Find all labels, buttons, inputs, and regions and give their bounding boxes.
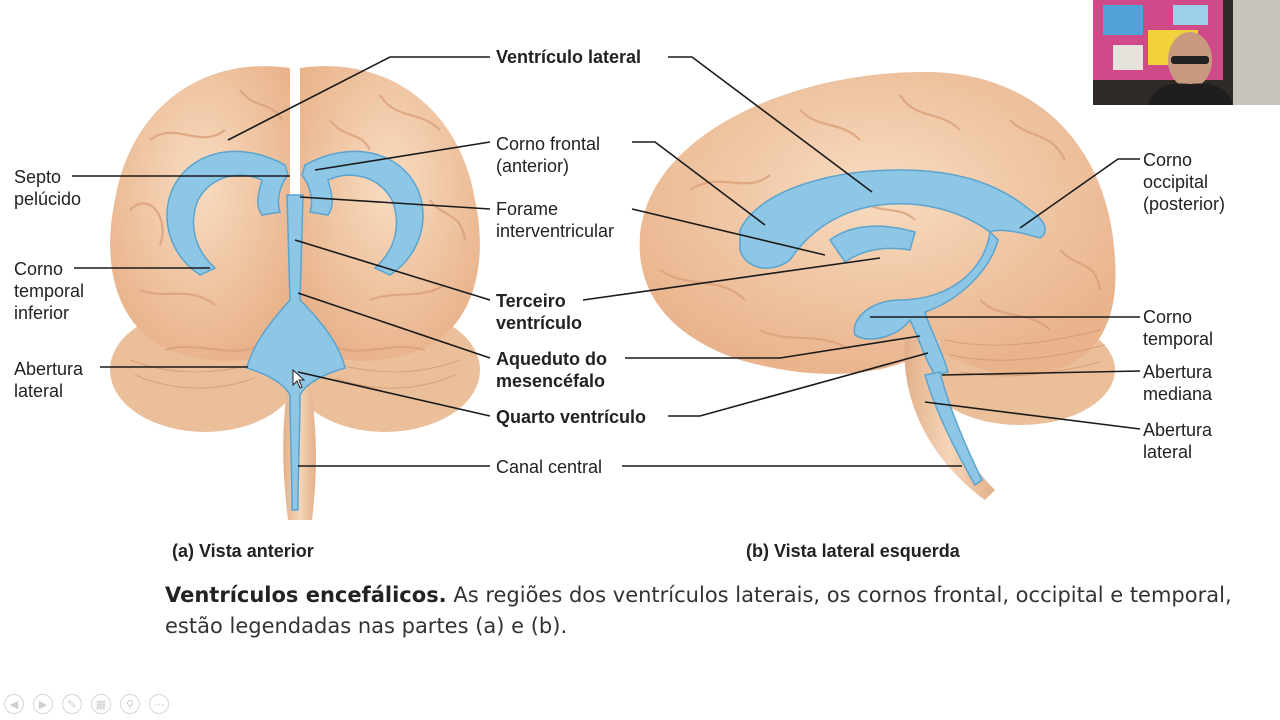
next-icon[interactable]: ▶ bbox=[33, 694, 53, 714]
presentation-toolbar: ◀ ▶ ✎ ▦ ⚲ ⋯ bbox=[4, 694, 169, 714]
label-abertura-lateral-left-line1: Abertura bbox=[14, 359, 84, 379]
figure-caption-text: As regiões dos ventrículos laterais, os … bbox=[165, 583, 1232, 638]
panel-caption-a: (a) Vista anterior bbox=[172, 541, 314, 561]
zoom-icon[interactable]: ⚲ bbox=[120, 694, 140, 714]
label-corno-occipital-line3: (posterior) bbox=[1143, 194, 1226, 214]
label-corno-temporal-inf-line1: Corno bbox=[14, 259, 64, 279]
label-abertura-lateral-left-line2: lateral bbox=[14, 381, 64, 401]
label-corno-frontal-line2: (anterior) bbox=[496, 156, 570, 176]
label-corno-occipital: Corno occipital (posterior) bbox=[1143, 149, 1225, 215]
label-forame-interventricular: Forame interventricular bbox=[496, 198, 614, 242]
leader-lines bbox=[72, 56, 1141, 467]
label-corno-temporal: Corno temporal bbox=[1143, 306, 1213, 350]
label-septo-line1: Septo bbox=[14, 167, 62, 187]
label-terceiro-ventriculo: Terceiro ventrículo bbox=[496, 290, 582, 334]
label-septo-pelucido: Septo pelúcido bbox=[14, 166, 81, 210]
webcam-frame bbox=[1093, 0, 1280, 105]
label-quarto-ventriculo: Quarto ventrículo bbox=[496, 407, 647, 427]
anterior-brain bbox=[110, 66, 480, 520]
label-aqueduto-line2: mesencéfalo bbox=[496, 371, 606, 391]
label-abertura-lateral-right-line2: lateral bbox=[1143, 442, 1193, 462]
label-corno-temporal-line1: Corno bbox=[1143, 307, 1193, 327]
label-terceiro-line2: ventrículo bbox=[496, 313, 583, 333]
label-corno-occipital-line2: occipital bbox=[1143, 172, 1209, 192]
label-abertura-mediana-line1: Abertura bbox=[1143, 362, 1213, 382]
label-canal-central: Canal central bbox=[496, 457, 603, 477]
label-forame-line2: interventricular bbox=[496, 221, 615, 241]
label-corno-temporal-inf-line3: inferior bbox=[14, 303, 70, 323]
label-corno-temporal-line2: temporal bbox=[1143, 329, 1214, 349]
label-abertura-mediana: Abertura mediana bbox=[1143, 361, 1212, 405]
label-corno-frontal-line1: Corno frontal bbox=[496, 134, 601, 154]
label-abertura-mediana-line2: mediana bbox=[1143, 384, 1213, 404]
label-terceiro-line1: Terceiro bbox=[496, 291, 566, 311]
lateral-brain bbox=[639, 71, 1116, 500]
mouse-pointer-icon bbox=[292, 368, 306, 389]
label-ventriculo-lateral: Ventrículo lateral bbox=[496, 47, 642, 67]
webcam-video bbox=[1093, 0, 1280, 105]
label-aqueduto: Aqueduto do mesencéfalo bbox=[496, 348, 607, 392]
label-corno-occipital-line1: Corno bbox=[1143, 150, 1193, 170]
slides-icon[interactable]: ▦ bbox=[91, 694, 111, 714]
label-abertura-lateral-left: Abertura lateral bbox=[14, 358, 83, 402]
label-aqueduto-line1: Aqueduto do bbox=[496, 349, 607, 369]
label-septo-line2: pelúcido bbox=[14, 189, 82, 209]
more-icon[interactable]: ⋯ bbox=[149, 694, 169, 714]
label-corno-frontal: Corno frontal (anterior) bbox=[496, 133, 600, 177]
label-corno-temporal-inf-line2: temporal bbox=[14, 281, 85, 301]
pen-icon[interactable]: ✎ bbox=[62, 694, 82, 714]
figure-caption-lead: Ventrículos encefálicos. bbox=[165, 583, 447, 607]
label-abertura-lateral-right: Abertura lateral bbox=[1143, 419, 1212, 463]
figure-caption: Ventrículos encefálicos. As regiões dos … bbox=[165, 580, 1255, 642]
panel-caption-b: (b) Vista lateral esquerda bbox=[746, 541, 960, 561]
label-corno-temporal-inferior: Corno temporal inferior bbox=[14, 258, 84, 324]
label-abertura-lateral-right-line1: Abertura bbox=[1143, 420, 1213, 440]
label-forame-line1: Forame bbox=[496, 199, 559, 219]
previous-icon[interactable]: ◀ bbox=[4, 694, 24, 714]
